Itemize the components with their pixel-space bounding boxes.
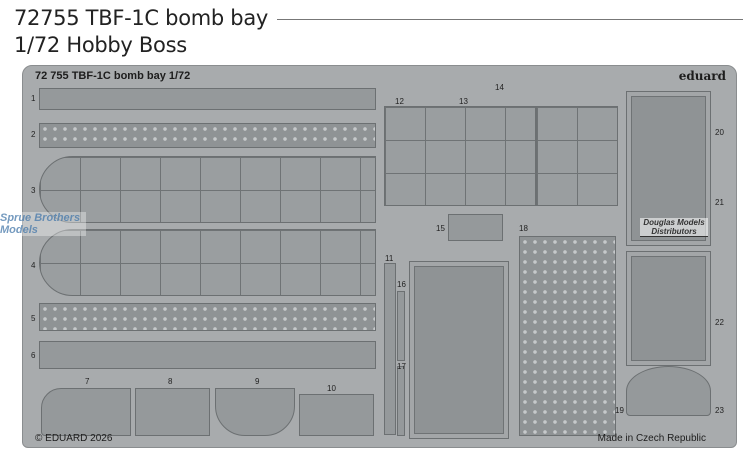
part-14 — [536, 106, 618, 206]
part-17 — [397, 366, 405, 436]
part-label: 3 — [31, 186, 36, 195]
part-7 — [41, 388, 131, 436]
fret-title: 72 755 TBF-1C bomb bay 1/72 — [35, 70, 191, 82]
part-11 — [384, 263, 396, 435]
part-22 — [626, 251, 711, 366]
part-9 — [215, 388, 295, 436]
part-label: 15 — [436, 224, 445, 233]
part-label: 11 — [385, 254, 394, 263]
part-16 — [397, 291, 405, 361]
watermark-douglas-models: Douglas Models Distributors — [640, 218, 708, 237]
part-label: 13 — [459, 97, 468, 106]
part-1 — [39, 88, 376, 110]
part-label: 20 — [715, 128, 724, 137]
part-label: 10 — [327, 384, 336, 393]
product-scale-kit: 1/72 Hobby Boss — [14, 33, 187, 57]
part-2 — [39, 123, 376, 148]
bay-door-panel — [409, 261, 509, 439]
part-5 — [39, 303, 376, 331]
part-label: 12 — [395, 97, 404, 106]
part-label: 17 — [397, 362, 406, 371]
part-label: 16 — [397, 280, 406, 289]
part-label: 6 — [31, 351, 36, 360]
part-label: 2 — [31, 130, 36, 139]
product-title: 72755 TBF-1C bomb bay — [14, 6, 269, 30]
part-label: 9 — [255, 377, 260, 386]
brand-logo: eduard — [678, 69, 726, 83]
part-10 — [299, 394, 374, 436]
copyright-text: © EDUARD 2026 — [35, 433, 113, 444]
title-divider — [277, 19, 743, 20]
part-label: 18 — [519, 224, 528, 233]
part-label: 4 — [31, 261, 36, 270]
part-8 — [135, 388, 210, 436]
part-label: 22 — [715, 318, 724, 327]
part-label: 19 — [615, 406, 624, 415]
part-label: 7 — [85, 377, 90, 386]
photo-etch-fret: 72 755 TBF-1C bomb bay 1/72 eduard 1 2 3… — [22, 65, 737, 448]
part-6 — [39, 341, 376, 369]
part-4 — [39, 229, 376, 296]
part-label: 5 — [31, 314, 36, 323]
part-label: 8 — [168, 377, 173, 386]
origin-text: Made in Czech Republic — [597, 433, 706, 444]
part-label: 14 — [495, 83, 504, 92]
part-15 — [448, 214, 503, 241]
part-23 — [626, 366, 711, 416]
part-label: 1 — [31, 94, 36, 103]
part-label: 21 — [715, 198, 724, 207]
part-18 — [519, 236, 616, 436]
part-3 — [39, 156, 376, 223]
part-label: 23 — [715, 406, 724, 415]
watermark-sprue-brothers: Sprue Brothers Models — [0, 212, 86, 236]
part-12-13 — [384, 106, 536, 206]
